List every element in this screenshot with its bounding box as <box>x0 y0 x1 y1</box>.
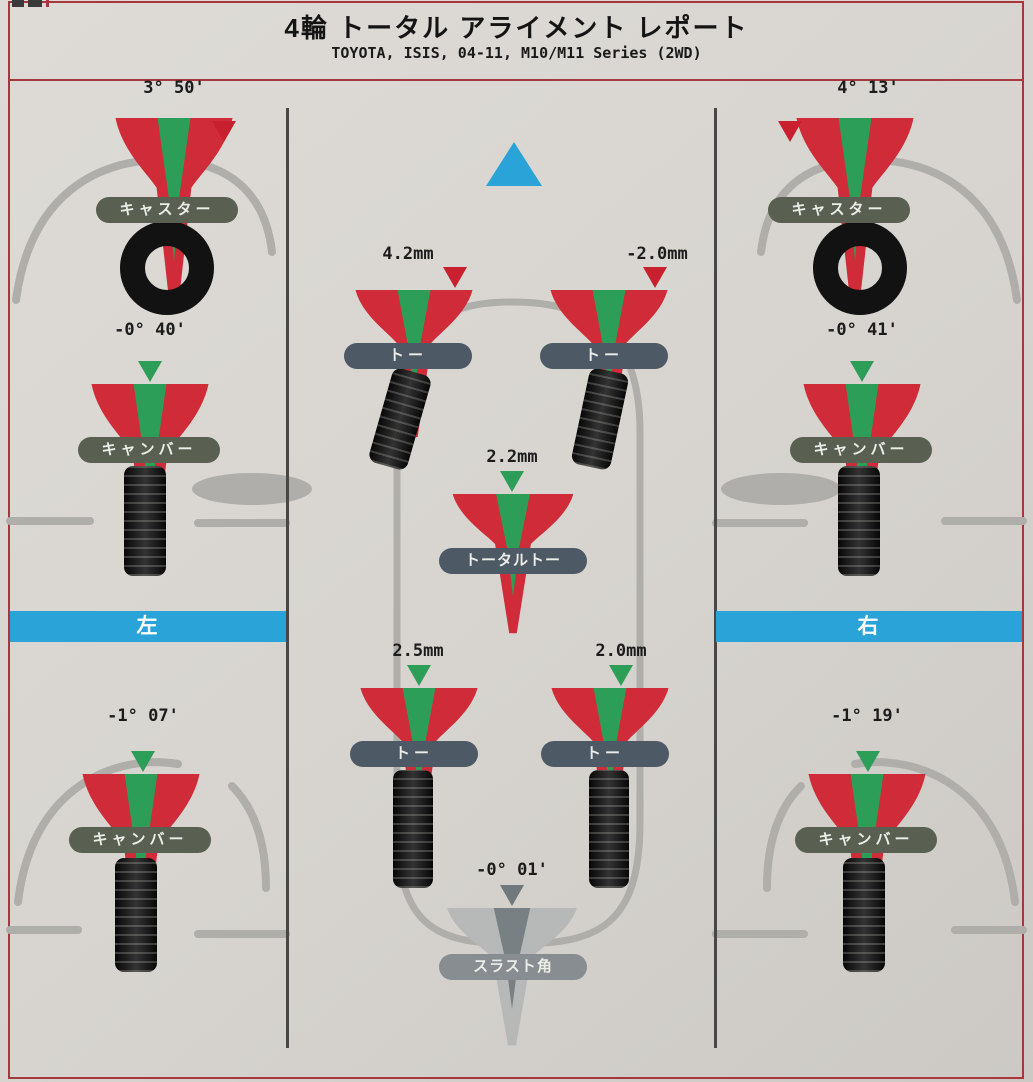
column-divider-left <box>286 108 289 1048</box>
side-label-right: 右 <box>716 611 1022 642</box>
toe-front-right-value: -2.0mm <box>626 244 688 264</box>
total-toe-label: トータルトー <box>439 548 587 574</box>
scan-artifact <box>12 0 58 7</box>
tire-front-right-side-icon <box>813 221 907 315</box>
total-toe-value: 2.2mm <box>486 447 538 467</box>
header-divider <box>10 79 1023 81</box>
side-label-left: 左 <box>10 611 286 642</box>
pointer-icon <box>138 361 162 382</box>
thrust-angle-value: -0° 01' <box>476 860 548 880</box>
pointer-icon <box>443 267 467 288</box>
toe-rear-left-value: 2.5mm <box>392 641 444 661</box>
report-border <box>8 1 1024 1079</box>
vehicle-info: TOYOTA, ISIS, 04-11, M10/M11 Series (2WD… <box>331 44 702 62</box>
pointer-icon <box>609 665 633 686</box>
camber-rear-right-value: -1° 19' <box>831 706 903 726</box>
tire-rear-left-top-view-icon <box>393 770 433 888</box>
pointer-icon <box>407 665 431 686</box>
toe-rear-left-label: トー <box>350 741 478 767</box>
direction-arrow-icon <box>486 142 542 186</box>
pointer-icon <box>131 751 155 772</box>
camber-rear-right-label: キャンバー <box>795 827 937 853</box>
camber-rear-left-label: キャンバー <box>69 827 211 853</box>
tire-rear-right-top-view-icon <box>589 770 629 888</box>
tire-front-right-rear-view-icon <box>838 466 880 576</box>
caster-right-label: キャスター <box>768 197 910 223</box>
camber-front-left-label: キャンバー <box>78 437 220 463</box>
camber-rear-left-value: -1° 07' <box>107 706 179 726</box>
camber-front-right-value: -0° 41' <box>826 320 898 340</box>
caster-left-value: 3° 50' <box>143 78 205 98</box>
camber-front-right-label: キャンバー <box>790 437 932 463</box>
camber-front-left-value: -0° 40' <box>114 320 186 340</box>
pointer-icon <box>212 121 236 142</box>
report-title: 4輪 トータル アライメント レポート <box>284 13 749 43</box>
pointer-icon <box>500 471 524 492</box>
column-divider-right <box>714 108 717 1048</box>
pointer-icon <box>643 267 667 288</box>
caster-left-label: キャスター <box>96 197 238 223</box>
tire-rear-right-rear-view-icon <box>843 858 885 972</box>
pointer-icon <box>500 885 524 906</box>
toe-rear-right-label: トー <box>541 741 669 767</box>
toe-front-left-value: 4.2mm <box>382 244 434 264</box>
toe-front-left-label: トー <box>344 343 472 369</box>
caster-right-value: 4° 13' <box>837 78 899 98</box>
tire-front-left-rear-view-icon <box>124 466 166 576</box>
toe-front-right-label: トー <box>540 343 668 369</box>
pointer-icon <box>778 121 802 142</box>
toe-rear-right-value: 2.0mm <box>595 641 647 661</box>
thrust-angle-label: スラスト角 <box>439 954 587 980</box>
pointer-icon <box>856 751 880 772</box>
pointer-icon <box>850 361 874 382</box>
tire-rear-left-rear-view-icon <box>115 858 157 972</box>
tire-front-left-side-icon <box>120 221 214 315</box>
